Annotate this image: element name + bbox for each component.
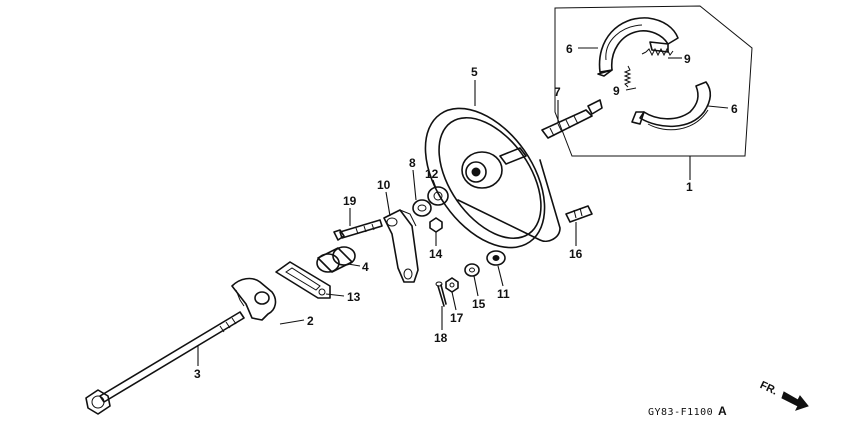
leader-2	[279, 319, 305, 325]
leader-8	[412, 169, 417, 201]
brake-arm	[383, 209, 419, 283]
brake-spring-upper	[641, 47, 674, 57]
front-direction-indicator: FR.	[758, 379, 809, 411]
callout-17: 17	[450, 311, 464, 325]
callout-16: 16	[569, 247, 583, 261]
callout-18: 18	[434, 331, 448, 345]
arm-bolt	[333, 219, 383, 241]
front-direction-label: FR.	[758, 379, 779, 397]
callout-12: 12	[425, 167, 439, 181]
callout-8: 8	[409, 156, 416, 170]
wear-indicator-plate	[427, 186, 449, 206]
washer-11	[486, 250, 506, 266]
callout-13: 13	[347, 290, 361, 304]
leader-11	[497, 265, 504, 287]
callout-7: 7	[554, 85, 561, 99]
front-arrow-icon	[781, 391, 809, 411]
callout-9b: 9	[613, 84, 620, 98]
callout-5: 5	[471, 65, 478, 79]
callout-6b: 6	[731, 102, 738, 116]
nut-17	[445, 277, 459, 293]
leader-4	[347, 263, 361, 267]
brake-panel	[424, 107, 561, 249]
lower-brake-shoe	[631, 81, 712, 131]
callout-15: 15	[472, 297, 486, 311]
panel-bolt	[565, 205, 593, 223]
brake-shoe-group-box	[554, 5, 753, 157]
felt-seal	[412, 199, 432, 217]
leader-13	[325, 293, 345, 297]
callout-3: 3	[194, 367, 201, 381]
callout-6a: 6	[566, 42, 573, 56]
chain-adjuster	[231, 277, 277, 321]
leader-10	[385, 191, 391, 217]
callout-19: 19	[343, 194, 357, 208]
brake-cam	[541, 99, 603, 139]
upper-brake-shoe	[597, 17, 679, 77]
diagram-code-suffix: A	[718, 404, 727, 418]
callout-2: 2	[307, 314, 314, 328]
brake-spring-lower	[623, 65, 632, 88]
callout-4: 4	[362, 260, 369, 274]
leader-9b	[625, 87, 637, 91]
leader-6b	[707, 105, 729, 109]
diagram-code: GY83-F1100	[648, 407, 713, 418]
washer-15	[464, 263, 480, 277]
callout-14: 14	[429, 247, 443, 261]
nut-14	[429, 217, 443, 233]
distance-collar	[316, 246, 356, 273]
cotter-pin	[435, 281, 447, 307]
leader-15	[473, 275, 479, 297]
callout-1: 1	[686, 180, 693, 194]
leader-17	[451, 291, 457, 311]
leader-12	[432, 179, 437, 189]
callout-10: 10	[377, 178, 391, 192]
callout-11: 11	[497, 287, 510, 301]
rear-axle	[85, 311, 245, 415]
stopper-plate	[275, 261, 331, 299]
callout-9a: 9	[684, 52, 691, 66]
